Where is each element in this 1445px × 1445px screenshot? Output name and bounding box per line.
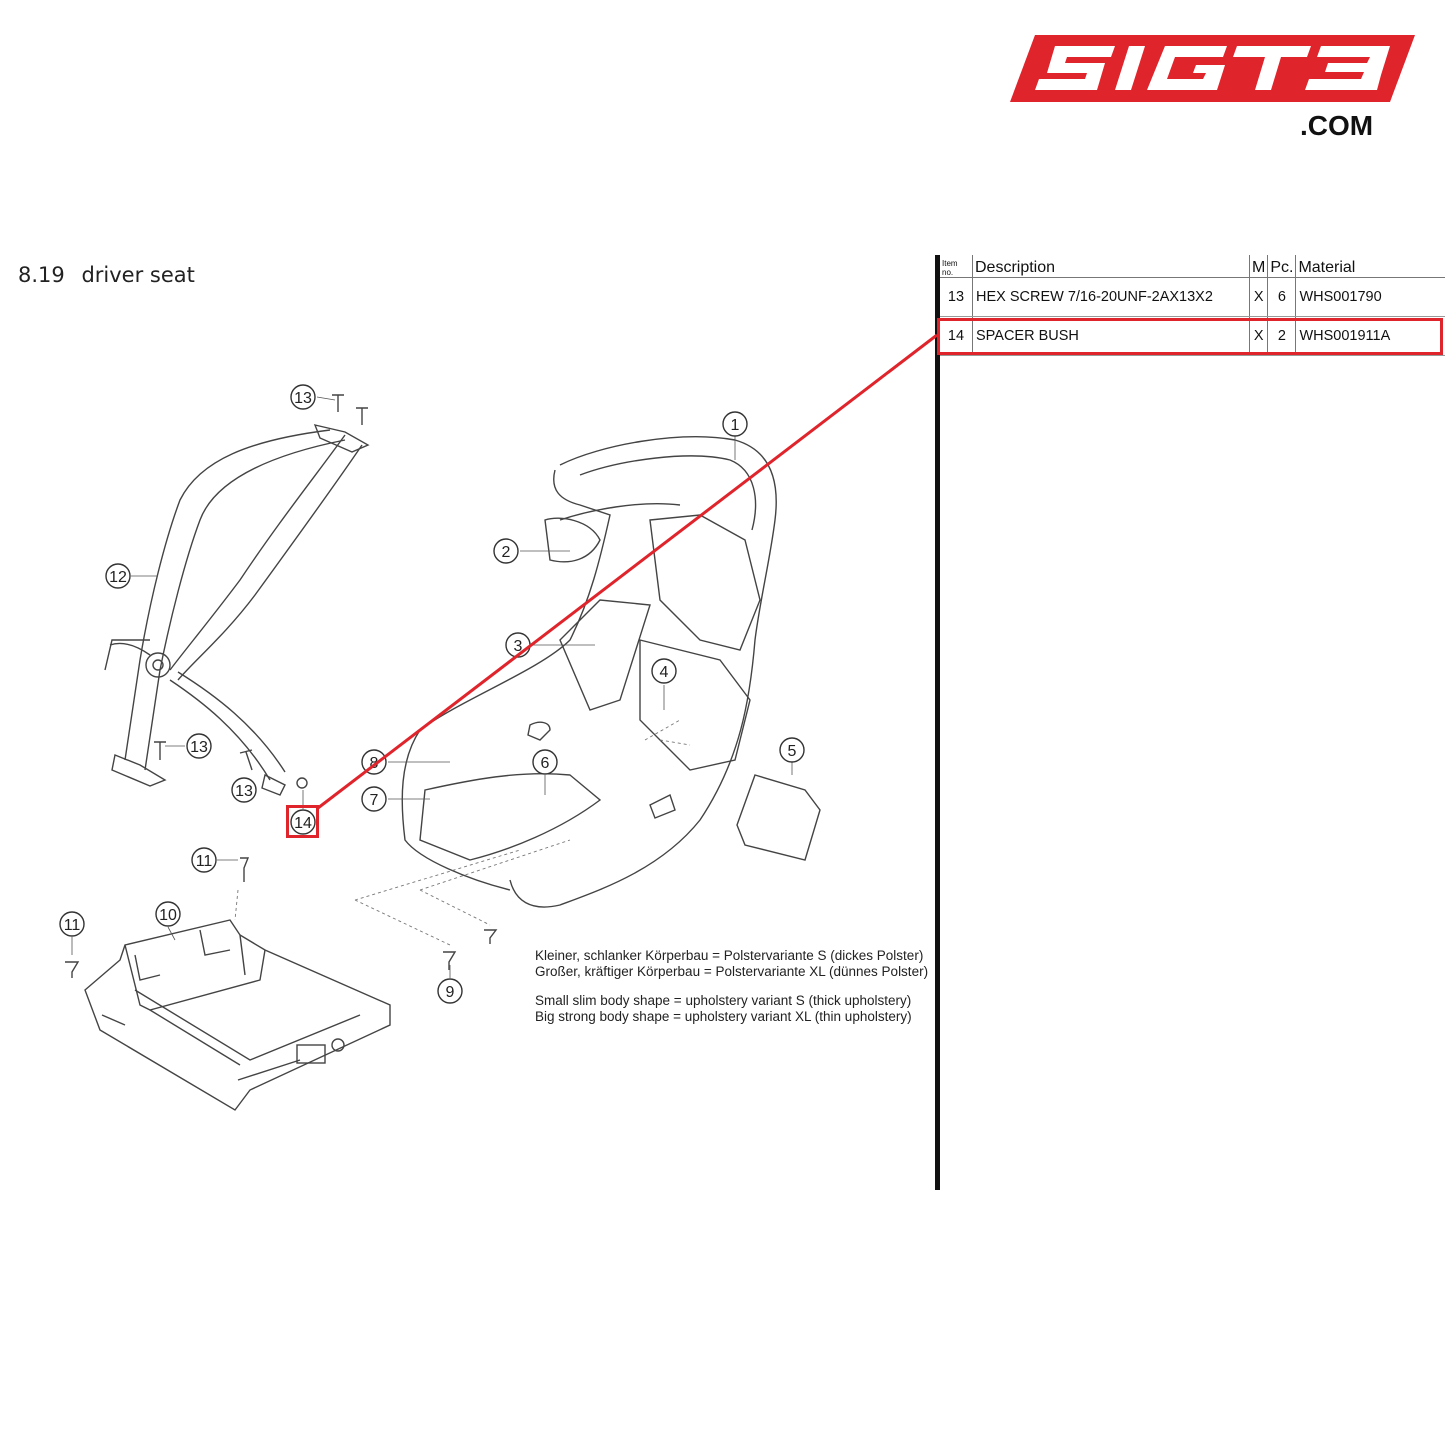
callout-labels: 1 2 3 4 5 6 7 8 9 10 11 11 12 13 13 13 1…: [64, 390, 797, 1001]
logo-domain-text: .COM: [1300, 110, 1374, 141]
note-de-line-2: Großer, kräftiger Körperbau = Polstervar…: [535, 963, 929, 979]
cell-material: WHS001911A: [1295, 316, 1445, 356]
page-title: 8.19 driver seat: [18, 263, 195, 287]
cell-item: 14: [940, 316, 973, 356]
header-pc: Pc.: [1267, 255, 1296, 278]
callout-highlight-box: [286, 805, 319, 838]
callout-label: 10: [159, 907, 177, 924]
callout-label: 9: [446, 984, 455, 1001]
header-m: M: [1248, 255, 1268, 278]
cell-description: HEX SCREW 7/16-20UNF-2AX13X2: [972, 277, 1250, 317]
callout-label: 13: [294, 390, 312, 407]
callout-label: 1: [731, 417, 740, 434]
note-en-line-1: Small slim body shape = upholstery varia…: [535, 993, 912, 1008]
callout-label: 5: [788, 743, 797, 760]
table-divider: [935, 255, 940, 1190]
seat-illustration: [401, 436, 821, 908]
callout-label: 13: [235, 783, 253, 800]
callout-label: 14: [294, 815, 312, 832]
table-row[interactable]: 13 HEX SCREW 7/16-20UNF-2AX13X2 X 6 WHS0…: [940, 277, 1445, 317]
callout-label: 8: [370, 755, 379, 772]
callout-label: 7: [370, 792, 379, 809]
callout-label: 3: [514, 638, 523, 655]
section-title: driver seat: [81, 263, 195, 287]
harness-illustration: [104, 394, 370, 796]
cell-pc: 2: [1267, 316, 1296, 356]
seat-rail-illustration: [84, 919, 391, 1111]
callout-label: 2: [502, 544, 511, 561]
cell-pc: 6: [1267, 277, 1296, 317]
brand-logo: [1010, 35, 1415, 102]
upholstery-note: Kleiner, schlanker Körperbau = Polsterva…: [535, 948, 928, 1024]
cell-item: 13: [940, 277, 973, 317]
header-description: Description: [972, 255, 1250, 278]
callout-label: 6: [541, 755, 550, 772]
callout-label: 11: [196, 853, 213, 870]
callout-label: 12: [109, 569, 127, 586]
note-de-line-1: Kleiner, schlanker Körperbau = Polsterva…: [535, 948, 924, 963]
callout-label: 13: [190, 739, 208, 756]
note-en-line-2: Big strong body shape = upholstery varia…: [535, 1008, 912, 1024]
screw-illustrations: [65, 857, 498, 978]
table-row-highlight-box: [937, 318, 1443, 355]
table-row-highlighted[interactable]: 14 SPACER BUSH X 2 WHS001911A: [940, 316, 1445, 356]
table-header-row: Item no. Description M Pc. Material: [940, 255, 1445, 278]
cell-description: SPACER BUSH: [972, 316, 1250, 356]
header-material: Material: [1295, 255, 1445, 278]
cell-m: X: [1248, 277, 1268, 317]
cell-material: WHS001790: [1295, 277, 1445, 317]
header-item-no: Item no.: [940, 255, 973, 278]
cell-m: X: [1248, 316, 1268, 356]
parts-table: Item no. Description M Pc. Material 13 H…: [940, 255, 1445, 356]
section-number: 8.19: [18, 263, 65, 287]
callout-label: 4: [660, 664, 669, 681]
callout-label: 11: [64, 917, 81, 934]
